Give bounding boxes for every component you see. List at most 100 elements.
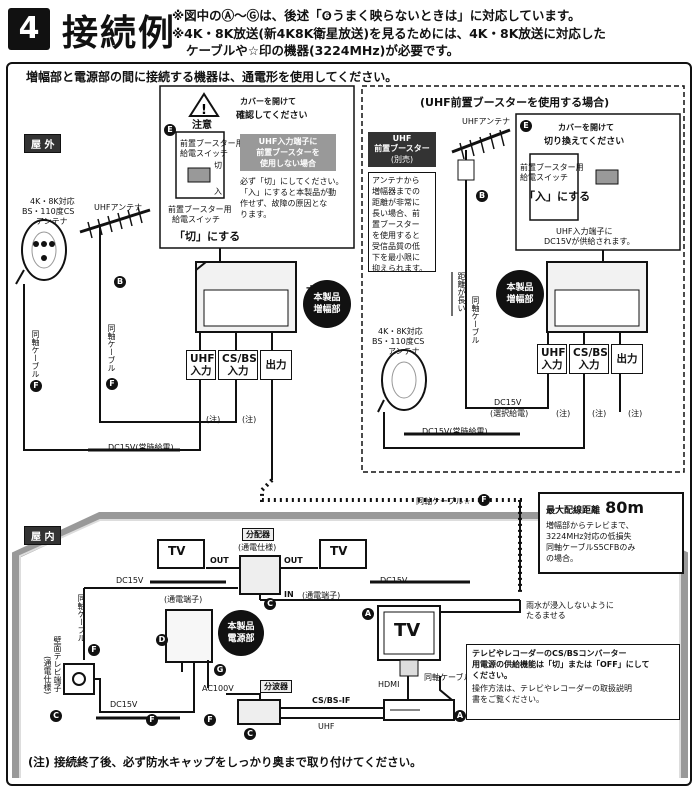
left-bs-antenna-1: 4K・8K対応: [30, 197, 75, 206]
power-2: 電源部: [227, 634, 255, 644]
booster-text-6: 受信品質の低: [372, 242, 420, 251]
right-panel-title: (UHF前置ブースターを使用する場合): [420, 96, 610, 109]
right-port-uhf-2: 入力: [541, 359, 563, 371]
right-port-csbs-1: CS/BS: [573, 347, 608, 359]
indoor-cable-top: 同軸ケーブル☆: [416, 497, 471, 506]
marker-e-2: E: [520, 120, 532, 132]
booster-text-3: 長い場合、前: [372, 209, 420, 218]
tv-cable-label: 同軸ケーブル: [424, 673, 472, 682]
left-cable-1: 同軸ケーブル: [31, 330, 40, 378]
marker-f-6: F: [204, 714, 216, 726]
svg-text:!: !: [201, 103, 207, 118]
max-distance-l1: 増幅部からテレビまで、: [546, 521, 634, 530]
indoor-dc-bottom: DC15V: [110, 700, 138, 709]
rain-note-2: たるませる: [526, 611, 566, 620]
diagram-frame: [6, 62, 692, 786]
header-note-1: ※図中のⒶ～Ⓖは、後述「❻うまく映らないときは」に対応しています。: [172, 8, 581, 23]
recorder-note-4: 操作方法は、テレビやレコーダーの取扱説明: [472, 684, 632, 693]
recorder-note-box: テレビやレコーダーのCS/BSコンバーター 用電源の供給機能は「切」または「OF…: [466, 644, 680, 720]
booster-text-5: を使用すると: [372, 231, 420, 240]
marker-f-4: F: [88, 644, 100, 656]
left-bs-antenna-2: BS・110度CS: [22, 207, 75, 216]
indoor-tag: 屋 内: [24, 526, 62, 545]
booster-text-8: 抑えられます。: [372, 264, 428, 273]
max-distance-l2: 3224MHz対応の低損失: [546, 532, 632, 541]
marker-f-2: F: [106, 378, 118, 390]
marker-b-2: B: [476, 190, 488, 202]
hdmi-label: HDMI: [378, 680, 400, 689]
header-note-2: ※4K・8K放送(新4K8K衛星放送)を見るためには、4K・8K放送に対応した: [172, 26, 606, 41]
caution-sw-on: 入: [214, 187, 222, 196]
intro-text: 増幅部と電源部の間に接続する機器は、通電形を使用してください。: [26, 70, 398, 84]
left-product-badge: 本製品 増幅部: [303, 280, 351, 328]
splitter-out-right: OUT: [284, 556, 303, 565]
caution-left-1: 前置ブースター用: [168, 205, 232, 214]
right-action: 「入」にする: [524, 190, 591, 203]
marker-c-2: C: [50, 710, 62, 722]
caution-line1: カバーを開けて: [240, 97, 296, 106]
recorder-note-3: ください。: [472, 671, 512, 680]
power-badge: 本製品 電源部: [218, 610, 264, 656]
left-port-out: 出力: [260, 350, 292, 380]
left-port-uhf-2: 入力: [190, 365, 212, 377]
indoor-dc-right: DC15V: [380, 576, 408, 585]
left-note-2: (注): [242, 415, 257, 424]
caution-text-4: ります。: [240, 210, 272, 219]
wall-outlet-2: (通電仕様): [43, 656, 52, 695]
right-port-out: 出力: [611, 344, 643, 374]
max-distance-label: 最大配線距離: [546, 506, 601, 516]
left-uhf-antenna: UHFアンテナ: [94, 203, 143, 212]
left-cable-2: 同軸ケーブル: [107, 324, 116, 372]
right-cover-2: 切り換えてください: [544, 137, 625, 147]
right-dc-select-2: (選択給電): [490, 409, 529, 418]
caution-sw-off: 切: [214, 161, 222, 170]
max-distance-value: 80m: [605, 498, 645, 517]
right-port-csbs-2: 入力: [578, 359, 600, 371]
recorder-note-1: テレビやレコーダーのCS/BSコンバーター: [472, 649, 627, 658]
booster-text-1: 増幅器までの: [372, 187, 420, 196]
indoor-cable-side: 同軸ケーブル: [77, 594, 86, 642]
marker-c-1: C: [264, 598, 276, 610]
marker-c-3: C: [244, 728, 256, 740]
recorder-note-2: 用電源の供給機能は「切」または「OFF」にして: [472, 660, 650, 669]
header-note-3: ケーブルや☆印の機器(3224MHz)が必要です。: [186, 43, 460, 58]
marker-g: G: [214, 664, 226, 676]
right-note-3: (注): [628, 409, 643, 418]
ac-label: AC100V: [202, 684, 234, 693]
marker-a-1: A: [362, 608, 374, 620]
left-port-csbs-2: 入力: [227, 365, 249, 377]
right-note-2: (注): [592, 409, 607, 418]
max-distance-l4: の場合。: [546, 554, 578, 563]
booster-text-4: 置ブースター: [372, 220, 420, 229]
left-note-1: (注): [206, 415, 221, 424]
caution-text-2: 「入」にすると本製品が動: [240, 188, 337, 197]
left-port-uhf-1: UHF: [190, 353, 215, 365]
right-distance: 距離が長い: [457, 272, 466, 312]
uhf-label: UHF: [318, 722, 335, 731]
right-note-1: (注): [556, 409, 571, 418]
splitter-through: (通電端子): [302, 591, 341, 600]
right-bs-antenna-2: BS・110度CS: [372, 337, 425, 346]
left-port-csbs-1: CS/BS: [222, 353, 257, 365]
splitter-title: 分配器: [242, 528, 274, 541]
booster-text-box: アンテナから 増幅器までの 距離が非常に 長い場合、前 置ブースター を使用する…: [368, 172, 436, 273]
right-product-1: 本製品: [506, 283, 534, 293]
indoor-dc-left: DC15V: [116, 576, 144, 585]
splitter-out-left: OUT: [210, 556, 229, 565]
booster-text-2: 距離が非常に: [372, 198, 420, 207]
booster-text-0: アンテナから: [372, 176, 420, 185]
right-product-badge: 本製品 増幅部: [496, 270, 544, 318]
caution-left-2: 給電スイッチ: [172, 215, 220, 224]
footer-note: (注) 接続終了後、必ず防水キャップをしっかり奥まで取り付けてください。: [28, 755, 422, 769]
right-dc-note-1: UHF入力端子に: [556, 227, 613, 236]
right-dc-always: DC15V(常時給電): [422, 427, 488, 436]
max-distance-box: 最大配線距離 80m 増幅部からテレビまで、 3224MHz対応の低損失 同軸ケ…: [538, 492, 684, 574]
caution-text-1: 必ず「切」にしてください。: [240, 177, 344, 186]
caution-sw-label1: 前置ブースター用: [180, 139, 244, 148]
csbsif-label: CS/BS-IF: [312, 696, 351, 705]
